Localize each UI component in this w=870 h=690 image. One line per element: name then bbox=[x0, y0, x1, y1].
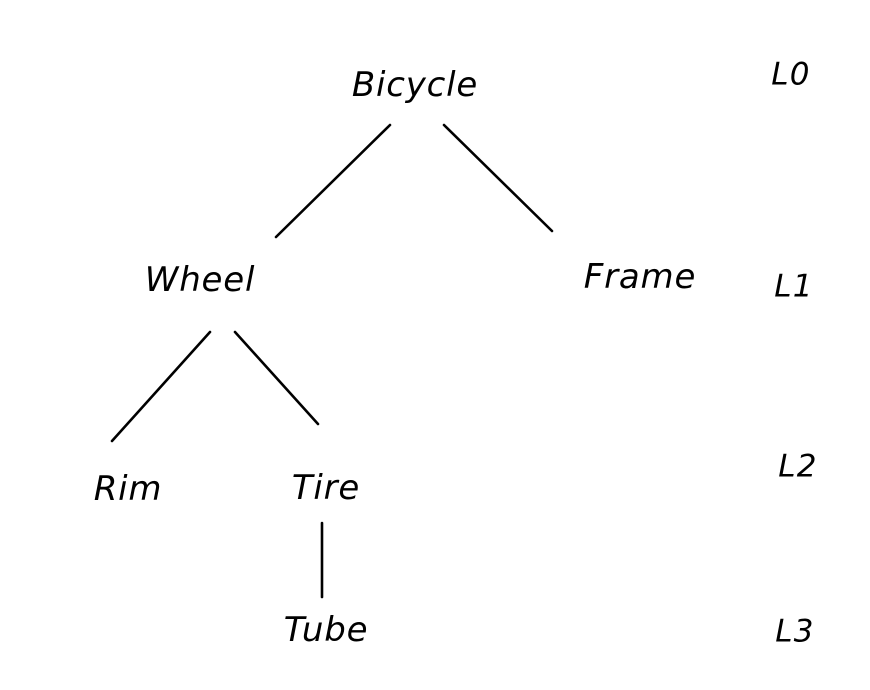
edge-wheel-tire bbox=[233, 330, 320, 426]
level-label-l2: L2 bbox=[778, 448, 818, 485]
level-label-l3: L3 bbox=[775, 613, 815, 650]
edge-bicycle-wheel bbox=[274, 123, 392, 239]
edge-bicycle-frame bbox=[442, 123, 554, 233]
node-frame[interactable]: Frame bbox=[583, 257, 697, 297]
node-bicycle[interactable]: Bicycle bbox=[351, 65, 479, 105]
level-label-l1: L1 bbox=[774, 268, 814, 305]
edges-group bbox=[110, 123, 554, 599]
node-tire[interactable]: Tire bbox=[291, 468, 361, 508]
node-rim[interactable]: Rim bbox=[93, 469, 163, 509]
node-tube[interactable]: Tube bbox=[283, 610, 369, 650]
edge-wheel-rim bbox=[110, 330, 212, 443]
level-label-l0: L0 bbox=[771, 56, 811, 93]
node-wheel[interactable]: Wheel bbox=[144, 260, 256, 300]
